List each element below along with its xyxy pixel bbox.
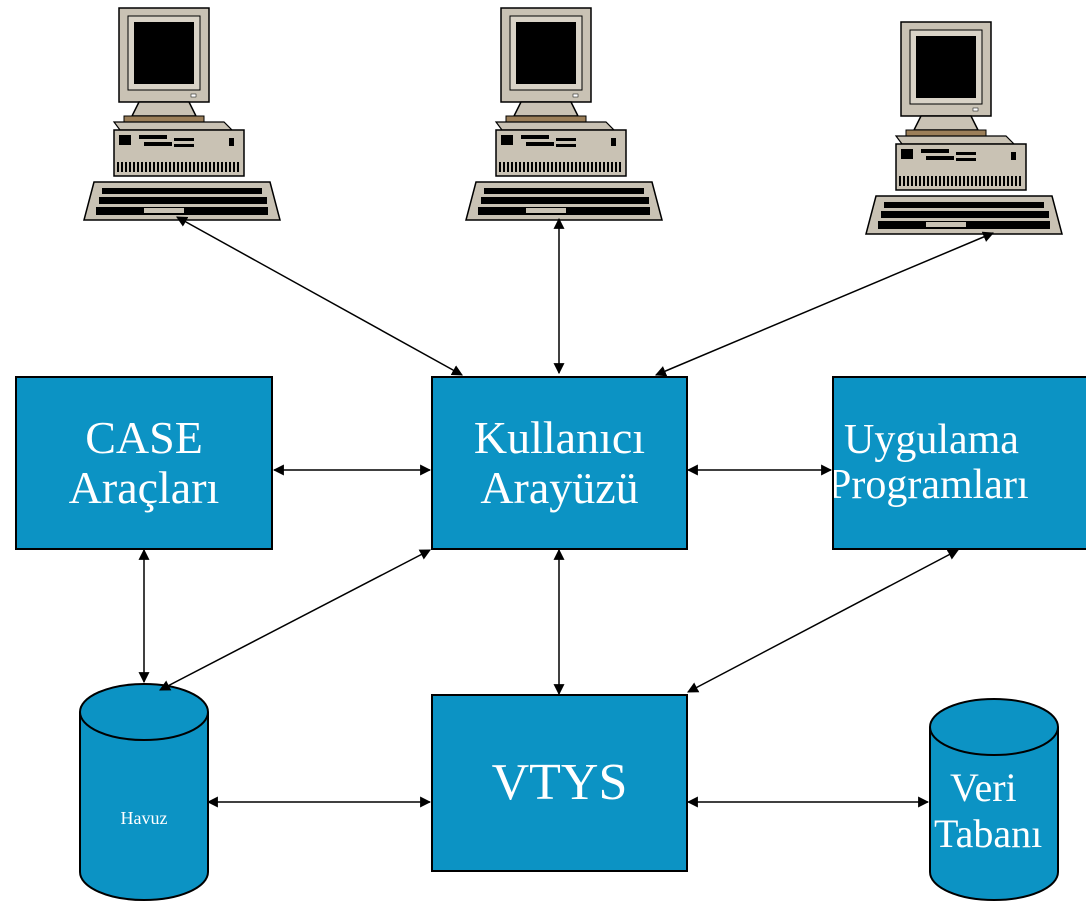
vtys-label: VTYS	[491, 753, 628, 811]
havuz-label: Havuz	[120, 808, 168, 828]
case-tools-line2: Araçları	[68, 462, 220, 513]
link-pc-right-ui	[654, 231, 995, 377]
link-ui-havuz	[159, 549, 431, 691]
computer-left	[83, 7, 281, 221]
link-apps-vtys	[687, 549, 959, 693]
computer-icon	[83, 7, 281, 221]
veri-tabani-label: Veri Tabanı	[930, 765, 1058, 857]
vtys-box: VTYS	[431, 694, 688, 872]
application-programs-box: Uygulama Programları	[832, 376, 1086, 550]
application-programs-line2: Programları	[832, 462, 1029, 508]
computer-icon	[465, 7, 663, 221]
computer-right	[865, 21, 1063, 235]
link-pc-left-ui	[176, 216, 463, 376]
user-interface-line1: Kullanıcı	[473, 412, 646, 464]
case-tools-box: CASE Araçları	[15, 376, 273, 550]
user-interface-line2: Arayüzü	[480, 462, 639, 513]
user-interface-box: Kullanıcı Arayüzü	[431, 376, 688, 550]
havuz-cylinder	[79, 683, 209, 901]
computer-center	[465, 7, 663, 221]
veri-tabani-line1: Veri	[950, 765, 1017, 810]
veri-tabani-cylinder	[929, 698, 1059, 901]
veri-tabani-line2: Tabanı	[934, 811, 1043, 856]
application-programs-line1: Uygulama	[844, 416, 1019, 463]
case-tools-line1: CASE	[85, 412, 203, 464]
computer-icon	[865, 21, 1063, 235]
